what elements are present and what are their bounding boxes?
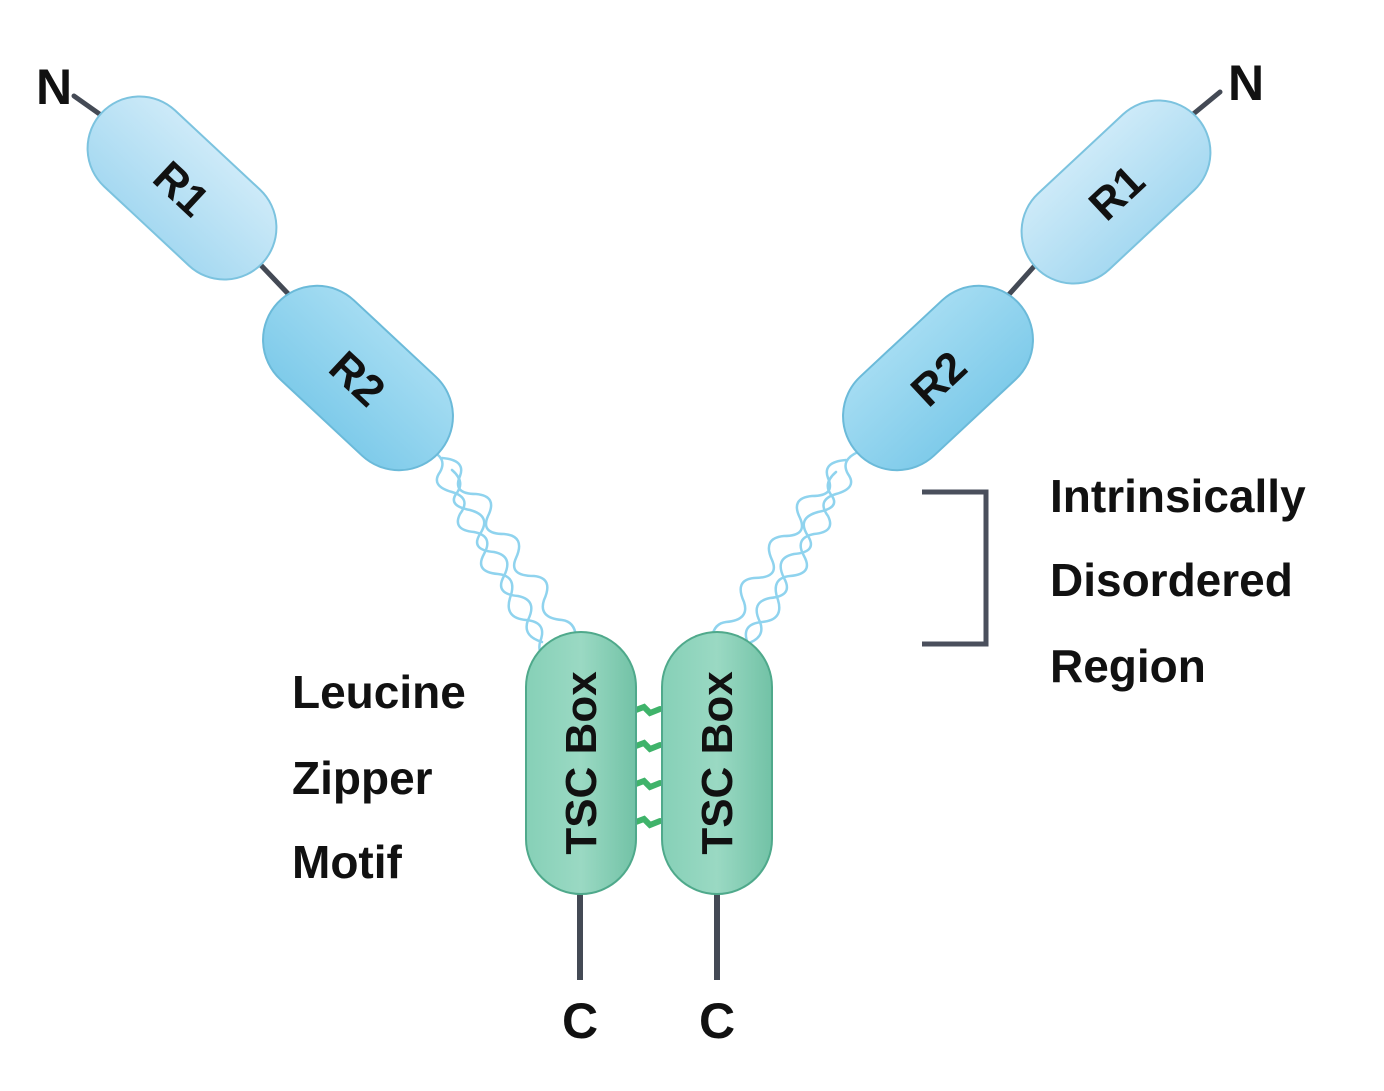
idr-line1: Intrinsically	[1050, 470, 1306, 522]
left-tsc-box-label: TSC Box	[557, 671, 606, 855]
zipper-bond	[633, 815, 663, 829]
idr-line2: Disordered	[1050, 554, 1293, 606]
leucine-zipper-line1: Leucine	[292, 666, 466, 718]
right-tsc-box-label: TSC Box	[693, 671, 742, 855]
leucine-zipper-label: Leucine Zipper Motif	[292, 666, 466, 888]
right-disordered-region	[710, 450, 860, 666]
right-r2-domain: R2	[842, 284, 1034, 472]
idr-line3: Region	[1050, 640, 1206, 692]
zipper-bond	[633, 777, 663, 791]
right-r1-r2-linker	[1001, 259, 1041, 303]
leucine-zipper-bonds	[633, 703, 663, 829]
left-disordered-region	[428, 448, 578, 664]
zipper-bond	[633, 739, 663, 753]
right-n-terminus-label: N	[1228, 55, 1264, 111]
leucine-zipper-line2: Zipper	[292, 752, 433, 804]
left-r2-domain: R2	[262, 284, 454, 472]
zipper-bond	[633, 703, 663, 717]
left-r1-domain: R1	[86, 95, 278, 281]
right-tsc-box: TSC Box	[661, 631, 773, 895]
right-c-terminus-label: C	[699, 993, 735, 1049]
idr-label: Intrinsically Disordered Region	[1050, 470, 1306, 692]
left-c-terminus-label: C	[562, 993, 598, 1049]
idr-bracket	[922, 489, 989, 647]
left-tsc-box: TSC Box	[525, 631, 637, 895]
left-n-terminus-label: N	[36, 59, 72, 115]
leucine-zipper-line3: Motif	[292, 836, 403, 888]
right-r1-domain: R1	[1020, 99, 1212, 285]
